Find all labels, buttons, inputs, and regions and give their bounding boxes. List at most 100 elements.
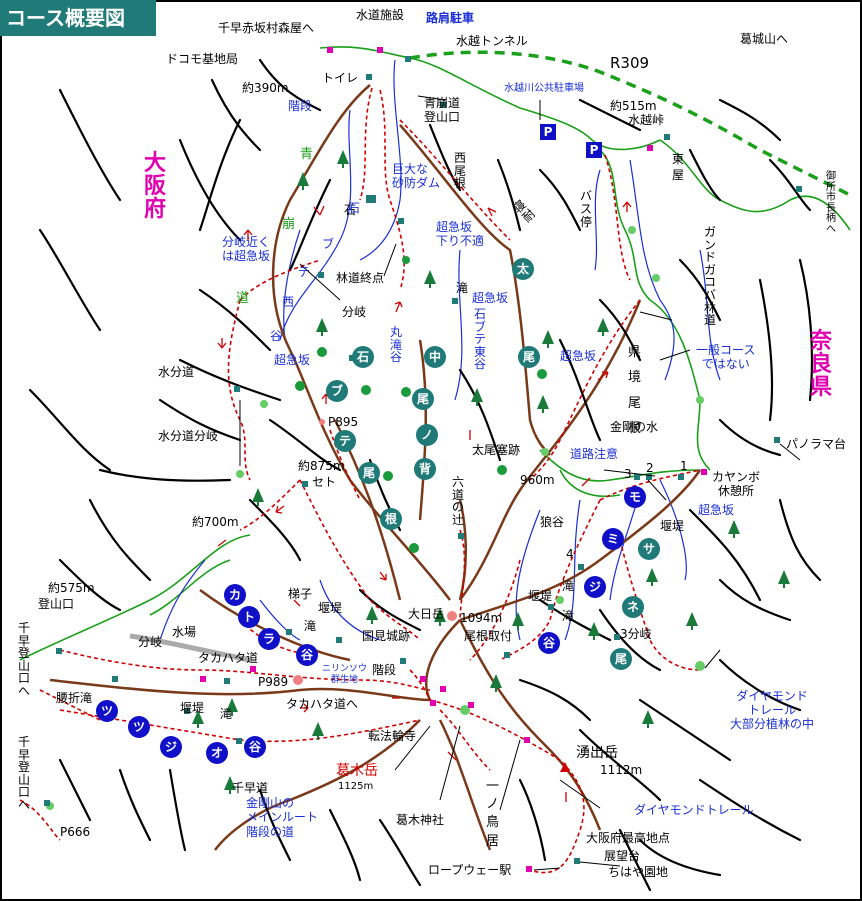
label-gose: 御所市長柄へ bbox=[826, 171, 836, 235]
label-bus-stop: バス停 bbox=[580, 189, 593, 230]
tsutsujio-disc-4: オ bbox=[206, 742, 228, 764]
label-yaku700: 約700m bbox=[192, 515, 239, 529]
label-m1112: 1112m bbox=[600, 763, 643, 777]
aozaki-char-3: 道 bbox=[236, 291, 250, 306]
tsutsujio-disc-1: ツ bbox=[96, 700, 118, 722]
label-taki-3: 滝 bbox=[562, 579, 575, 593]
label-entei-3: 堰堤 bbox=[528, 589, 553, 603]
label-mizukoshi-tunnel: 水越トンネル bbox=[456, 34, 528, 48]
label-kaidan: 階段 bbox=[288, 99, 313, 113]
tao-disc-1: 太 bbox=[512, 258, 534, 280]
label-p895: P895 bbox=[328, 415, 359, 429]
p895-marker bbox=[319, 419, 325, 425]
label-doro-chui: 道路注意 bbox=[570, 447, 619, 461]
label-kongo-main: 金剛山の メインルート 階段の道 bbox=[246, 796, 319, 839]
label-kuni-mijo: 国見城跡 bbox=[362, 629, 411, 643]
label-taki: 滝 bbox=[456, 281, 469, 295]
ishibute-disc-3: テ bbox=[334, 430, 356, 452]
junction-number-2: 2 bbox=[646, 461, 654, 475]
green-roads bbox=[19, 46, 851, 661]
label-diamond-trail: ダイヤモンドトレール bbox=[634, 803, 754, 817]
label-entei-1: 堰堤 bbox=[660, 519, 685, 533]
label-kongo-mizu: 金剛の水 bbox=[610, 420, 659, 434]
label-gandogakobi: ガンドガコバ林道 bbox=[704, 225, 717, 328]
wakide-dake-triangle bbox=[560, 762, 570, 772]
label-ishibute-higashi: 石ブテ東谷 bbox=[474, 307, 487, 372]
aozaki-char-1: 青 bbox=[300, 147, 314, 162]
sane-disc-3: 尾 bbox=[610, 648, 632, 670]
label-p666: P666 bbox=[60, 825, 91, 839]
tsutsujio-disc-3: ジ bbox=[160, 736, 182, 758]
ishibute-disc-2: ブ bbox=[326, 380, 348, 402]
parking-icon-1: P bbox=[540, 124, 556, 140]
tsutsujio-disc-5: 谷 bbox=[244, 736, 266, 758]
label-rogadani: 狼谷 bbox=[540, 515, 565, 529]
osaka-prefecture-label: 大阪府 bbox=[144, 151, 167, 223]
label-koshiorei: 腰折滝 bbox=[56, 691, 93, 705]
se-disc-2: 根 bbox=[380, 508, 402, 530]
label-chihaya-michi: 千早道 bbox=[232, 781, 269, 795]
label-panorama: パノラマ台 bbox=[786, 437, 847, 451]
junction-number-3: 3 bbox=[624, 467, 632, 481]
label-seto: セト bbox=[312, 475, 337, 489]
katora-disc-1: カ bbox=[224, 584, 246, 606]
junction-number-4: 4 bbox=[566, 547, 574, 561]
label-r309: R309 bbox=[610, 54, 650, 72]
label-yaku575: 約575m bbox=[48, 581, 95, 595]
label-entei-2: 堰堤 bbox=[318, 601, 343, 615]
label-mizukoshi-toge: 水越峠 bbox=[628, 113, 665, 127]
label-mizubunmichi: 水分道 bbox=[158, 365, 195, 379]
label-rokata-chusha: 路肩駐車 bbox=[426, 11, 475, 25]
label-m1094: 1094m bbox=[460, 611, 503, 625]
label-chihaya-moriya: 千早赤坂村森屋へ bbox=[218, 21, 315, 35]
label-docomo: ドコモ基地局 bbox=[166, 52, 239, 66]
naka-disc-3: ノ bbox=[416, 424, 438, 446]
map-title: コース概要図 bbox=[0, 0, 156, 36]
junction-markers bbox=[44, 56, 802, 864]
katora-disc-2: ト bbox=[238, 606, 260, 628]
katora-disc-4: 谷 bbox=[296, 644, 318, 666]
naka-disc-4: 背 bbox=[414, 458, 436, 480]
parking-icon-2: P bbox=[586, 142, 602, 158]
sane-disc-1: サ bbox=[638, 538, 660, 560]
leader-lines bbox=[239, 95, 801, 871]
label-kyodai-sabo: 巨大な 砂防ダム bbox=[392, 162, 441, 191]
label-yaku390: 約390m bbox=[242, 81, 289, 95]
label-nirinsou: ニリンソウ 群生地 bbox=[322, 664, 368, 685]
label-kenkyo-one: 県境尾根 bbox=[628, 345, 642, 437]
green-dots bbox=[46, 226, 705, 810]
label-kashiroyama: 葛城山へ bbox=[740, 32, 789, 46]
label-tenbodai: 展望台 bbox=[604, 849, 641, 863]
label-ropeway: ロープウェー駅 bbox=[428, 863, 512, 877]
deciduous-markers bbox=[295, 256, 547, 553]
label-yaku875: 約875m bbox=[298, 459, 345, 473]
label-m1125: 1125m bbox=[338, 781, 374, 792]
label-diamond-trail-text: ダイヤモンド トレール 大部分植林の中 bbox=[730, 689, 815, 731]
label-aozakimichi: 青崩道 登山口 bbox=[424, 96, 461, 125]
ishibute-nishi-char-3: テ bbox=[298, 265, 311, 279]
label-takahata-michi: タカハタ道 bbox=[198, 651, 259, 665]
label-hashigo: 梯子 bbox=[288, 587, 313, 601]
sane-disc-2: ネ bbox=[622, 596, 644, 618]
moji-disc-3: ジ bbox=[584, 576, 606, 598]
ishibute-nishi-char-1: 石 bbox=[348, 201, 361, 215]
label-mizuba: 水場 bbox=[172, 625, 197, 639]
label-ishi: 石 bbox=[344, 203, 357, 217]
naka-disc-2: 尾 bbox=[412, 388, 434, 410]
tao-disc-2: 尾 bbox=[518, 346, 540, 368]
label-p989: P989 bbox=[258, 675, 289, 689]
magenta-markers bbox=[200, 47, 707, 872]
trail-arrows bbox=[217, 201, 632, 802]
label-onebutsuki: 尾根取付 bbox=[464, 629, 513, 643]
label-chokyuzaka-2: 超急坂 bbox=[560, 349, 597, 363]
ishibute-nishi-char-2: ブ bbox=[322, 237, 335, 251]
katora-disc-3: ラ bbox=[258, 628, 280, 650]
label-toilet: トイレ bbox=[322, 71, 359, 85]
label-bunki-chokyu: 分岐近く は超急坂 bbox=[222, 235, 271, 263]
label-wakide-dake: 湧出岳 bbox=[576, 745, 618, 761]
ishibute-nishi-char-4: 西 bbox=[282, 295, 295, 309]
label-yaku515: 約515m bbox=[610, 99, 657, 113]
label-bunki-2: 分岐 bbox=[138, 635, 163, 649]
label-rokudo-tsuji: 六道の辻 bbox=[452, 475, 465, 527]
label-taio-haiato: 太尾塞跡 bbox=[472, 443, 521, 457]
